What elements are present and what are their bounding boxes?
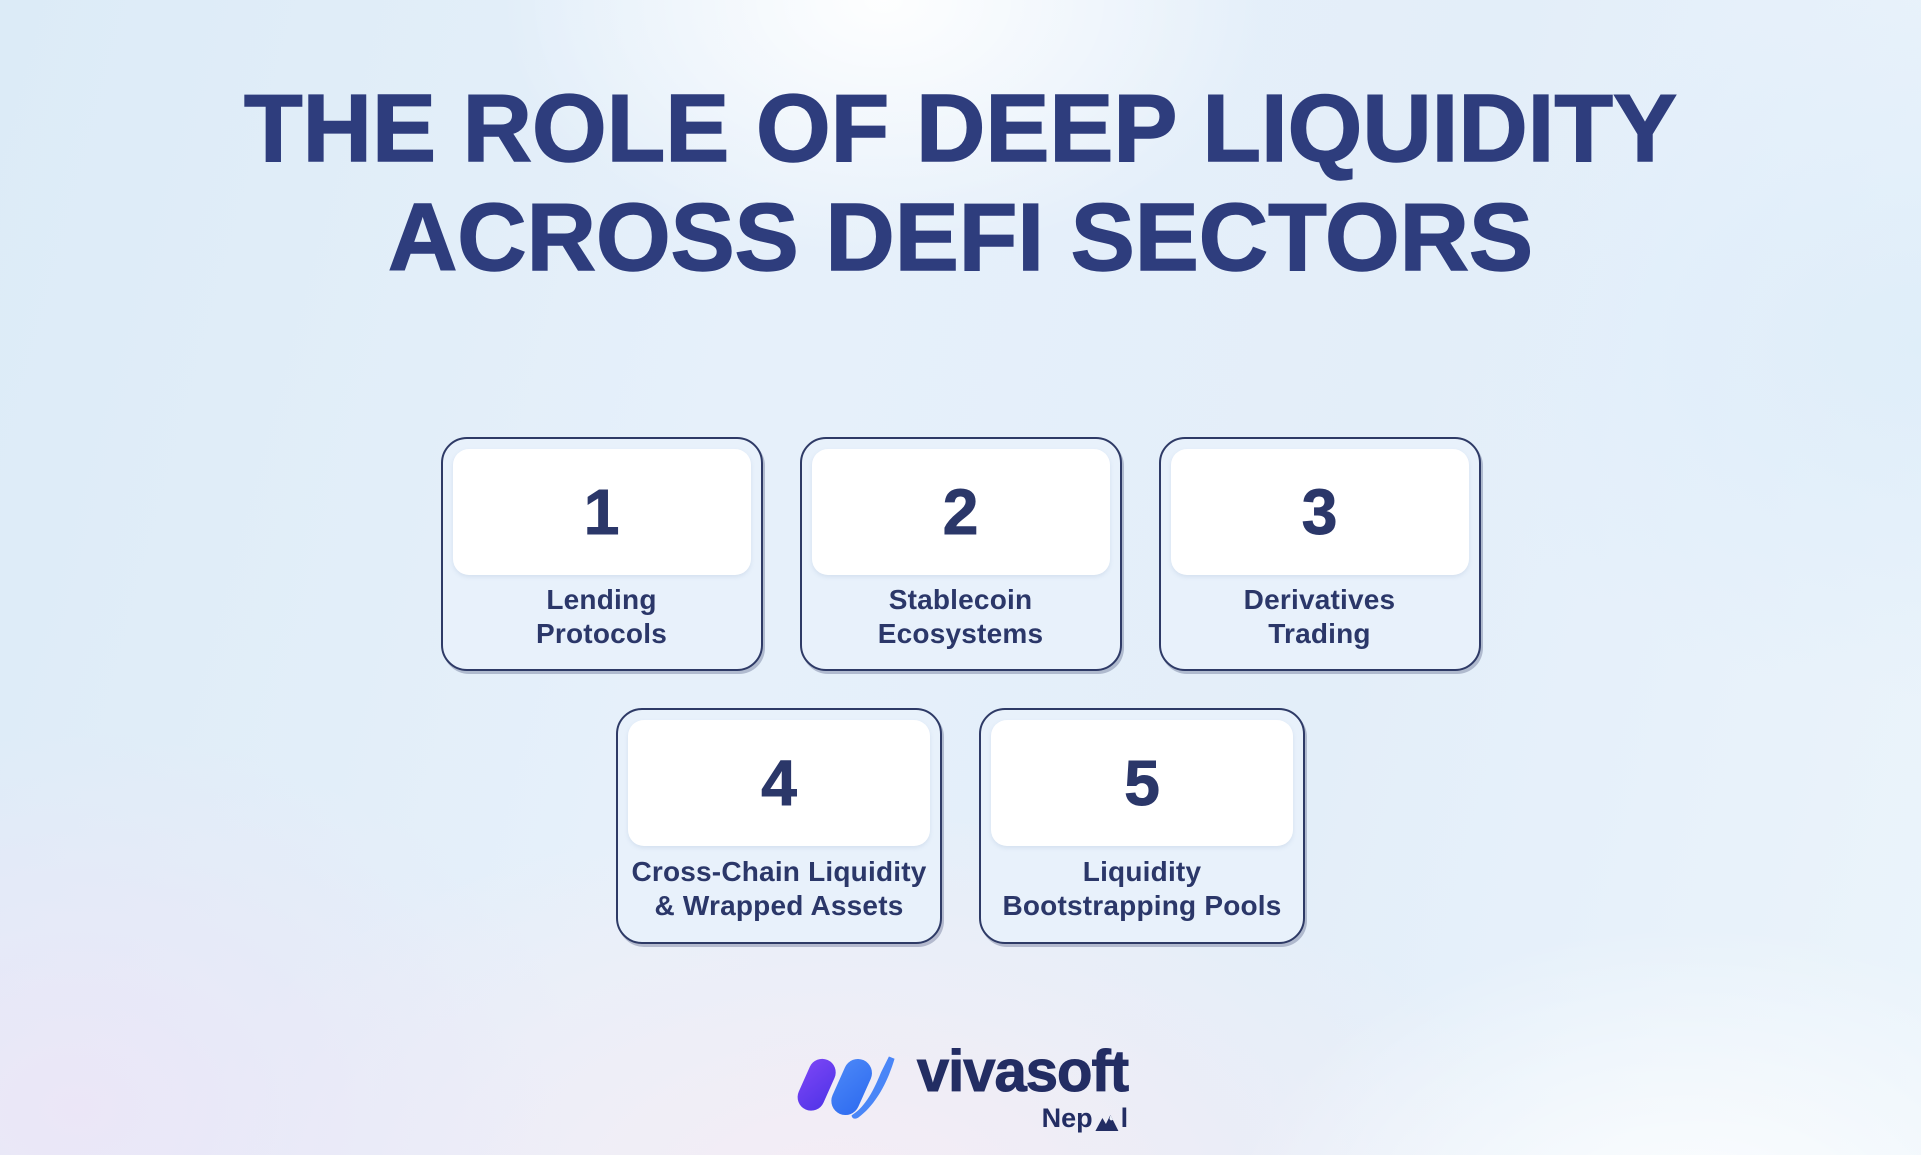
logo-region-suffix: l (1120, 1102, 1129, 1133)
card-stablecoin-ecosystems: 2 Stablecoin Ecosystems (799, 437, 1122, 671)
vivasoft-wordmark: vivasoft (916, 1039, 1129, 1104)
card-number: 1 (583, 476, 620, 549)
card-number-box: 4 (628, 720, 930, 846)
card-cross-chain-liquidity: 4 Cross-Chain Liquidity & Wrapped Assets (616, 708, 942, 944)
card-label: Liquidity Bootstrapping Pools (1002, 855, 1282, 921)
card-number: 3 (1301, 476, 1338, 549)
card-number: 5 (1124, 747, 1161, 820)
page-title-line1: THE ROLE OF DEEP LIQUIDITY (243, 74, 1678, 183)
card-number-box: 2 (811, 449, 1110, 575)
card-derivatives-trading: 3 Derivatives Trading (1158, 437, 1481, 671)
logo-region-prefix: Nep (1041, 1102, 1093, 1133)
card-number-box: 1 (452, 449, 751, 575)
card-label: Stablecoin Ecosystems (877, 583, 1044, 649)
vivasoft-logo-icon (793, 1052, 905, 1127)
mountain-icon (1093, 1112, 1121, 1132)
card-liquidity-bootstrapping-pools: 5 Liquidity Bootstrapping Pools (979, 708, 1305, 944)
vivasoft-logo: vivasoft Nep l (793, 1039, 1130, 1133)
cards-row-1: 1 Lending Protocols 2 Stablecoin Ecosyst… (440, 437, 1481, 671)
card-number-box: 3 (1170, 449, 1469, 575)
cards-row-2: 4 Cross-Chain Liquidity & Wrapped Assets… (616, 708, 1305, 944)
card-label: Derivatives Trading (1243, 583, 1396, 649)
card-lending-protocols: 1 Lending Protocols (440, 437, 763, 671)
page-title-line2: ACROSS DEFI SECTORS (387, 184, 1534, 293)
logo-region-label: Nep l (1041, 1102, 1129, 1133)
card-label: Cross-Chain Liquidity & Wrapped Assets (631, 855, 927, 921)
card-number-box: 5 (991, 720, 1293, 846)
card-number: 4 (761, 747, 798, 820)
card-number: 2 (942, 476, 979, 549)
vivasoft-wordmark-group: vivasoft Nep l (916, 1039, 1129, 1133)
cards-grid: 1 Lending Protocols 2 Stablecoin Ecosyst… (0, 437, 1921, 944)
card-label: Lending Protocols (536, 583, 667, 649)
